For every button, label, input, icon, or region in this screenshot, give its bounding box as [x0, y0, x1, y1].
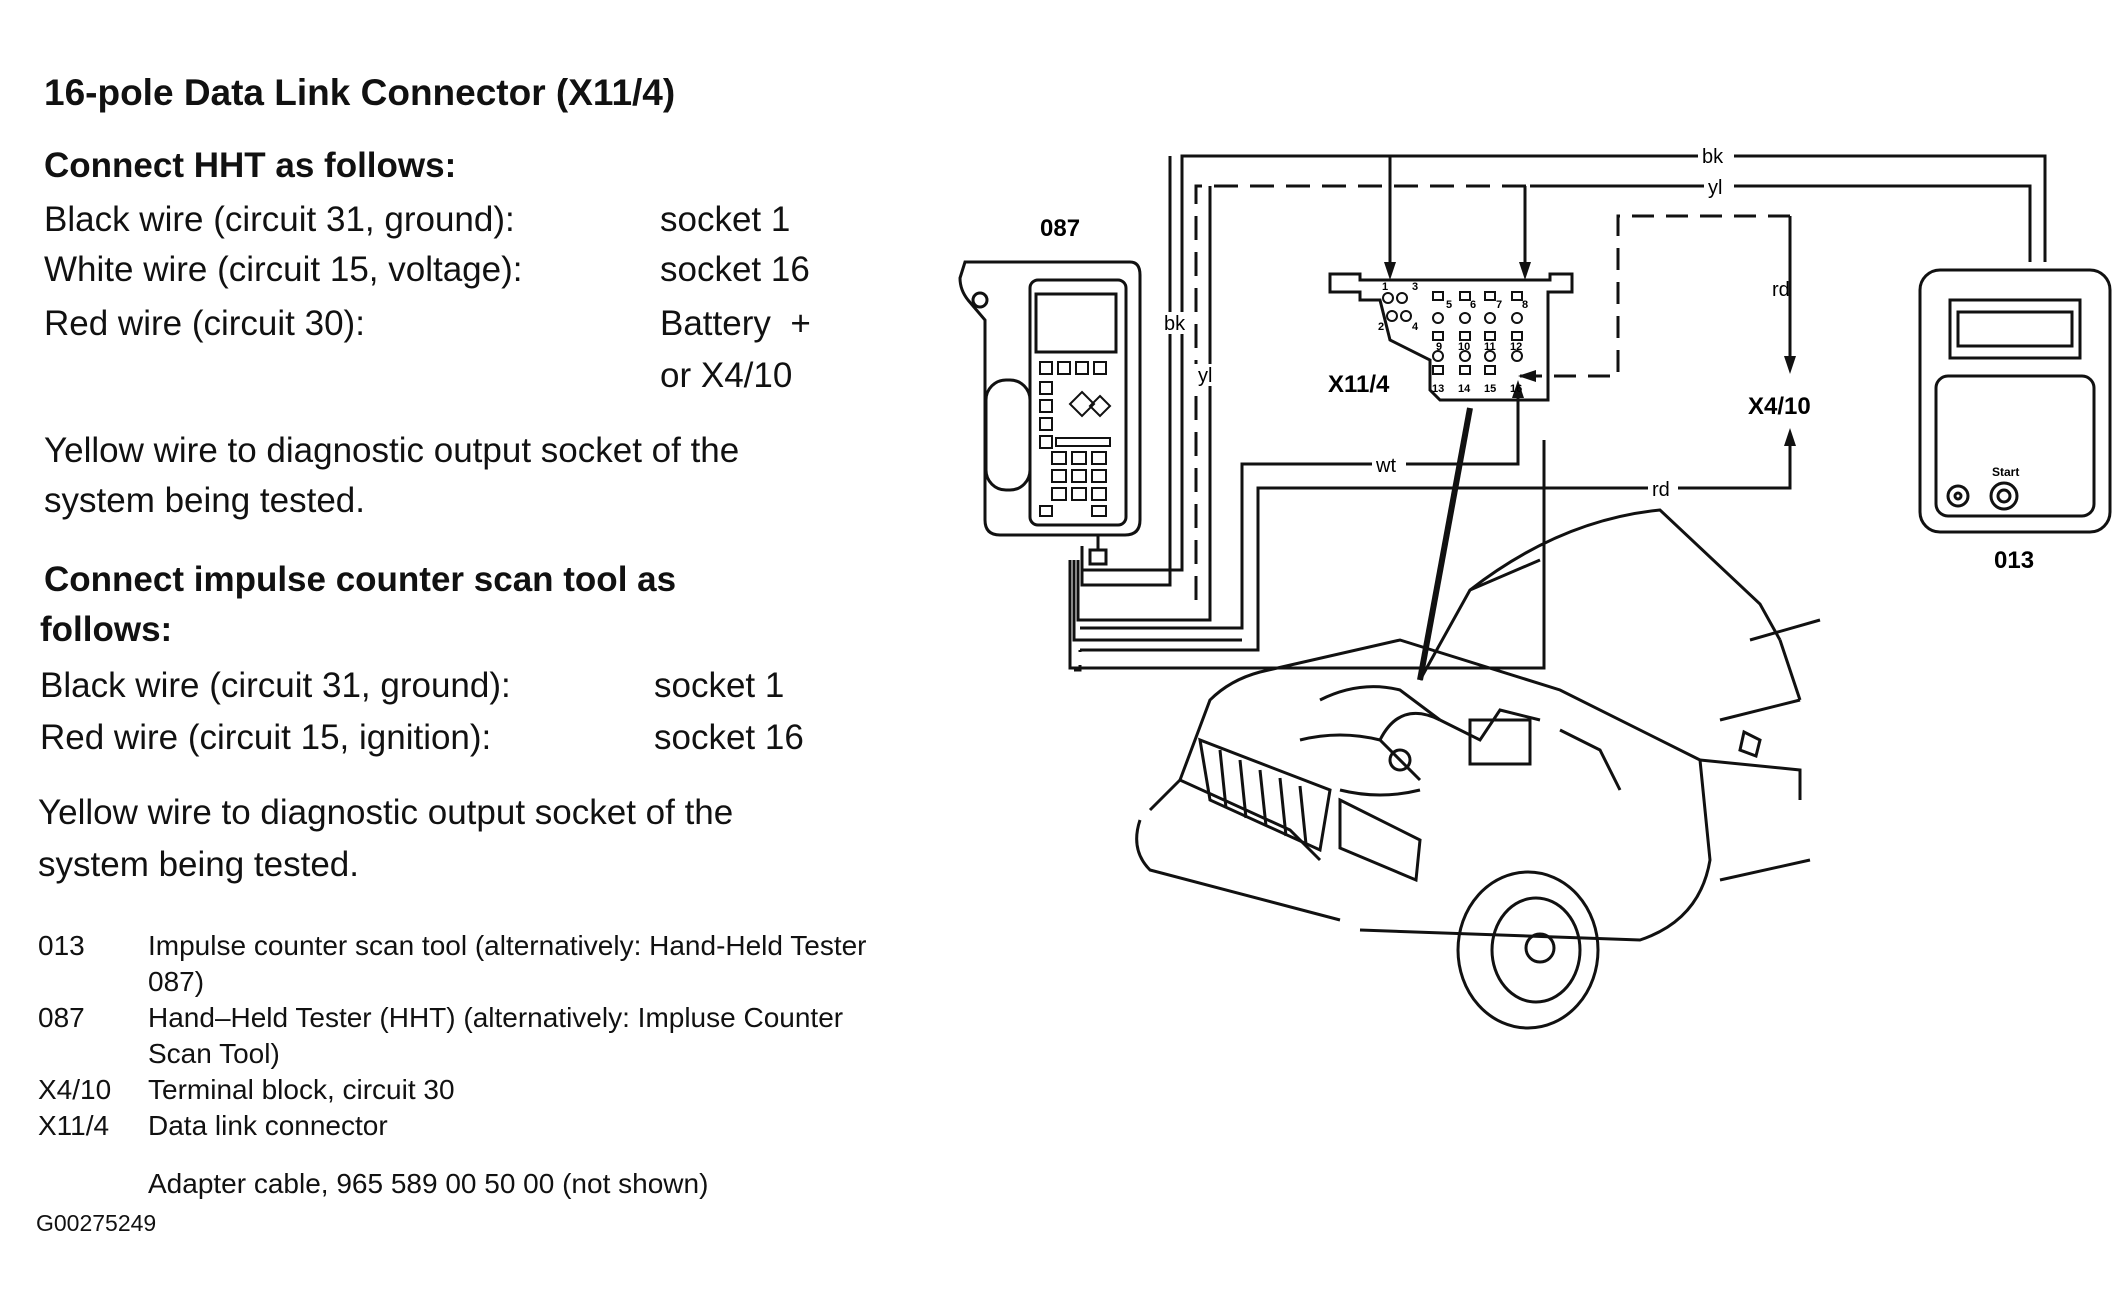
hht-note: Yellow wire to diagnostic output socket …: [44, 431, 740, 470]
cable-loop-3: [1072, 560, 1242, 642]
pin-label: 8: [1522, 299, 1528, 311]
wire-yl: [1194, 184, 1530, 600]
hht-device-087: [958, 260, 1142, 566]
hht-row-value: Battery +: [660, 304, 811, 343]
label-087: 087: [1040, 215, 1080, 242]
label-x11: X11/4: [1328, 371, 1390, 398]
pin-label: 16: [1510, 383, 1522, 395]
hht-row-label: White wire (circuit 15, voltage):: [44, 250, 523, 289]
wire-wt: [1080, 390, 1520, 630]
legend-code: 087: [38, 1002, 85, 1033]
wire-labels: bk yl bk yl rd wt rd: [1160, 145, 1790, 501]
hht-row-value: or X4/10: [660, 356, 793, 395]
arrow-rd-down: [1784, 356, 1796, 374]
hht-row-value: socket 16: [660, 250, 810, 289]
pin-label: 3: [1412, 281, 1418, 293]
legend-text: Hand–Held Tester (HHT) (alternatively: I…: [148, 1002, 844, 1069]
wire-label-rd: rd: [1772, 279, 1790, 301]
pin-label: 12: [1510, 341, 1522, 353]
data-link-connector: [1328, 272, 1574, 402]
impulse-row-label: Black wire (circuit 31, ground):: [40, 666, 511, 705]
legend-code: X4/10: [38, 1074, 112, 1105]
start-label: Start: [1992, 465, 2019, 479]
wire-rd-dashed: [1520, 214, 1790, 378]
impulse-counter-013: [1918, 268, 2112, 534]
wire-label-yl-vertical: yl: [1198, 365, 1212, 387]
impulse-heading: follows:: [40, 610, 173, 649]
hht-note: system being tested.: [44, 481, 365, 520]
wire-label-bk-vertical: bk: [1164, 313, 1186, 335]
legend-text: Impulse counter scan tool (alternatively…: [148, 930, 867, 997]
pin-label: 14: [1458, 383, 1471, 395]
pin-label: 7: [1496, 299, 1502, 311]
hht-row-label: Red wire (circuit 30):: [44, 304, 365, 343]
pin-label: 15: [1484, 383, 1496, 395]
adapter-note: Adapter cable, 965 589 00 50 00 (not sho…: [148, 1168, 709, 1199]
connector-pins: [1382, 291, 1523, 375]
hht-row-value: socket 1: [660, 200, 791, 239]
legend-text: Terminal block, circuit 30: [148, 1074, 455, 1105]
label-x410: X4/10: [1748, 393, 1811, 420]
pin-label: 11: [1484, 341, 1496, 353]
pin-label: 5: [1446, 299, 1452, 311]
arrow-bk-socket: [1384, 262, 1396, 280]
pin-label: 6: [1470, 299, 1476, 311]
pin-label: 10: [1458, 341, 1470, 353]
hht-row-label: Black wire (circuit 31, ground):: [44, 200, 515, 239]
legend-text: Data link connector: [148, 1110, 388, 1141]
arrow-rd-up: [1784, 428, 1796, 446]
wire-label-wt: wt: [1375, 455, 1396, 477]
page-title: 16-pole Data Link Connector (X11/4): [44, 72, 676, 113]
wire-yl-solid: [1530, 184, 2032, 262]
arrow-yl-socket: [1519, 262, 1531, 280]
impulse-row-label: Red wire (circuit 15, ignition):: [40, 718, 492, 757]
car-illustration: [1135, 508, 1821, 1030]
wire-bk: [1080, 154, 2047, 572]
arrow-wt-up: [1512, 380, 1524, 398]
connector-pointer: [1417, 407, 1473, 681]
pin-label: 1: [1382, 281, 1388, 293]
wire-label-rd-bottom: rd: [1652, 479, 1670, 501]
wire-label-yl: yl: [1708, 177, 1722, 199]
pin-label: 9: [1436, 341, 1442, 353]
impulse-note: Yellow wire to diagnostic output socket …: [38, 793, 734, 832]
impulse-note: system being tested.: [38, 845, 359, 884]
legend-code: X11/4: [38, 1110, 110, 1141]
pin-label: 13: [1432, 383, 1444, 395]
cable-loop-1: [1080, 546, 1170, 587]
hht-keypad: [1039, 361, 1112, 517]
impulse-row-value: socket 1: [654, 666, 785, 705]
wire-rd-hht: [1080, 440, 1792, 652]
impulse-heading: Connect impulse counter scan tool as: [44, 560, 677, 599]
hht-heading: Connect HHT as follows:: [44, 146, 457, 185]
pin-label: 4: [1412, 321, 1419, 333]
impulse-row-value: socket 16: [654, 718, 804, 757]
arrow-rd-left: [1518, 370, 1536, 382]
label-013: 013: [1994, 547, 2034, 574]
figure-id: G00275249: [36, 1210, 157, 1236]
connector-pin-labels: 1 2 3 4 5 6 7 8 9 10 11 12 13 14 15 16: [1378, 281, 1528, 395]
wire-label-bk: bk: [1702, 146, 1724, 168]
pin-label: 2: [1378, 321, 1384, 333]
cable-loop-2: [1076, 186, 1212, 622]
legend-code: 013: [38, 930, 85, 961]
cable-loop-4: [1068, 440, 1546, 670]
